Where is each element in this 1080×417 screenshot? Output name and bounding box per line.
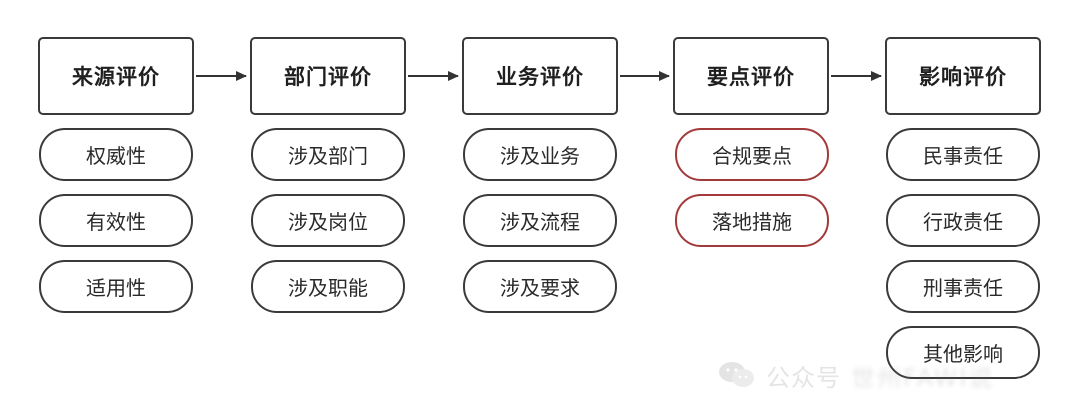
item-administrative-liability: 行政责任 (886, 194, 1040, 247)
item-other-impact: 其他影响 (886, 326, 1040, 379)
wechat-watermark: 公众号 世州FAWI说 (718, 352, 1048, 398)
item-involved-process: 涉及流程 (463, 194, 617, 247)
stage-impact-evaluation: 影响评价 (885, 37, 1041, 115)
stage-business-evaluation: 业务评价 (462, 37, 618, 115)
stage-key-points-evaluation: 要点评价 (673, 37, 829, 115)
item-involved-function: 涉及职能 (251, 260, 405, 313)
watermark-label: 公众号 (766, 363, 841, 392)
item-involved-requirement: 涉及要求 (463, 260, 617, 313)
item-involved-position: 涉及岗位 (251, 194, 405, 247)
item-involved-department: 涉及部门 (251, 128, 405, 181)
item-validity: 有效性 (39, 194, 193, 247)
watermark-account: 世州FAWI说 (851, 363, 995, 392)
item-criminal-liability: 刑事责任 (886, 260, 1040, 313)
wechat-icon (718, 360, 756, 390)
item-applicability: 适用性 (39, 260, 193, 313)
item-involved-business: 涉及业务 (463, 128, 617, 181)
item-implementation-measures: 落地措施 (675, 194, 829, 247)
item-authority: 权威性 (39, 128, 193, 181)
item-civil-liability: 民事责任 (886, 128, 1040, 181)
item-compliance-points: 合规要点 (675, 128, 829, 181)
stage-source-evaluation: 来源评价 (38, 37, 194, 115)
stage-department-evaluation: 部门评价 (250, 37, 406, 115)
